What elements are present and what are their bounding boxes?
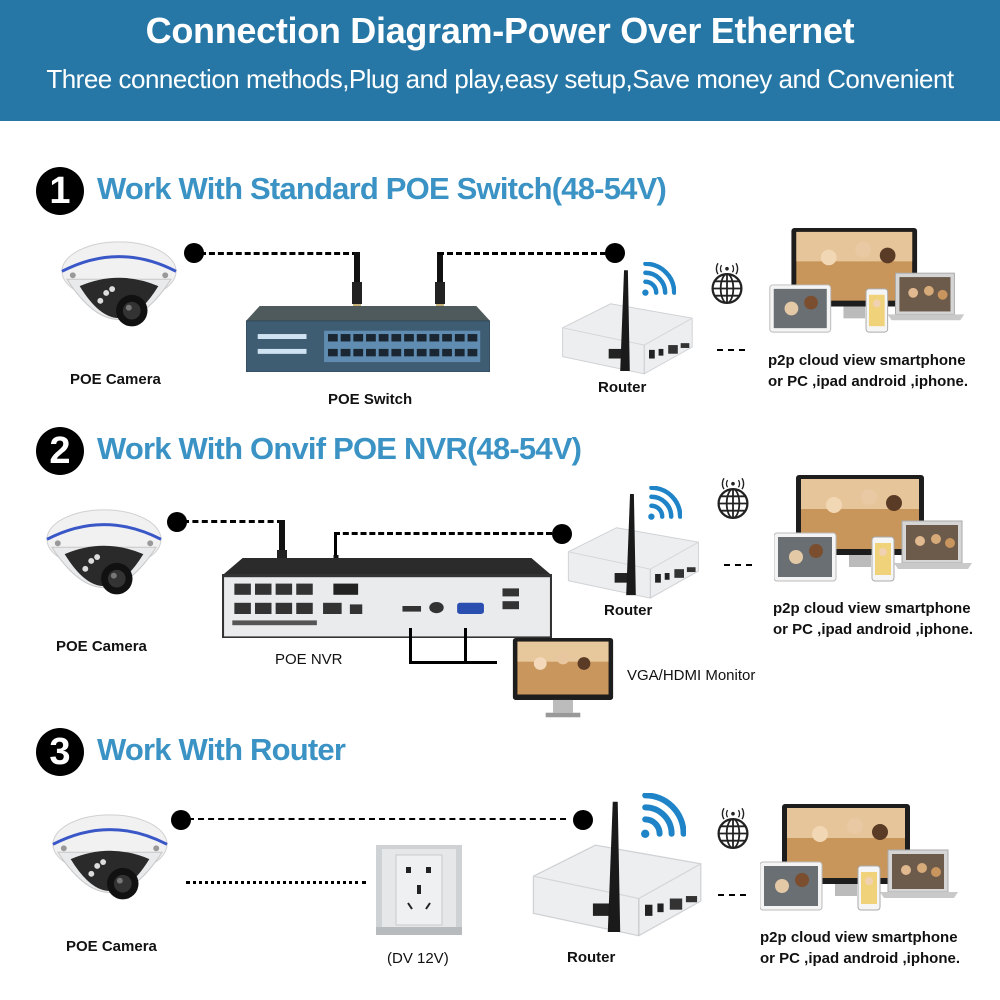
devices-caption-line: or PC ,ipad android ,iphone. (773, 621, 974, 638)
switch-label: POE Switch (328, 391, 413, 408)
monitor-icon (510, 638, 616, 720)
internet-globe-icon (709, 262, 745, 306)
router-icon (558, 494, 704, 600)
cable-line (334, 532, 552, 535)
devices-icon (774, 474, 974, 586)
connection-dot (573, 810, 593, 830)
internet-globe-icon (715, 477, 751, 521)
devices-caption-line: or PC ,ipad android ,iphone. (760, 950, 961, 967)
section-number-badge: 2 (36, 427, 84, 475)
devices-caption-line: or PC ,ipad android ,iphone. (768, 373, 969, 390)
router-label: Router (567, 949, 616, 966)
poe-switch-icon (246, 306, 490, 372)
internet-globe-icon (715, 806, 751, 852)
camera-label: POE Camera (70, 371, 161, 388)
wifi-icon (646, 486, 682, 522)
link-dash (724, 564, 752, 566)
section-title: Work With Router (97, 732, 346, 767)
cable-line (438, 252, 606, 255)
devices-icon (768, 228, 968, 336)
cable-line (200, 252, 358, 255)
monitor-label: VGA/HDMI Monitor (627, 667, 756, 684)
page-title: Connection Diagram-Power Over Ethernet (145, 10, 855, 51)
wifi-icon (640, 262, 676, 298)
connection-dot (167, 512, 187, 532)
router-label: Router (598, 379, 647, 396)
cable-line (334, 532, 337, 562)
connection-dot (605, 243, 625, 263)
nvr-icon (222, 558, 552, 638)
nvr-label: POE NVR (275, 651, 343, 668)
camera-label: POE Camera (66, 938, 157, 955)
monitor-cable-line (409, 661, 497, 664)
section-number-badge: 1 (36, 167, 84, 215)
dome-camera-icon (40, 500, 168, 618)
devices-caption-line: p2p cloud view smartphone (773, 600, 971, 617)
section-number-badge: 3 (36, 728, 84, 776)
connection-dot (552, 524, 572, 544)
dome-camera-icon (46, 805, 174, 923)
devices-caption: p2p cloud view smartphone or PC ,ipad an… (760, 927, 960, 969)
header-banner (0, 0, 1000, 121)
link-dash (717, 349, 745, 351)
devices-caption: p2p cloud view smartphone or PC ,ipad an… (768, 350, 968, 392)
wifi-icon (638, 793, 686, 841)
router-label: Router (604, 602, 653, 619)
devices-caption-line: p2p cloud view smartphone (768, 352, 966, 369)
power-outlet-icon (376, 845, 462, 935)
connection-dot (171, 810, 191, 830)
devices-icon (760, 802, 960, 916)
power-label: (DV 12V) (387, 950, 449, 967)
camera-label: POE Camera (56, 638, 147, 655)
devices-caption-line: p2p cloud view smartphone (760, 929, 958, 946)
section-title: Work With Onvif POE NVR(48-54V) (97, 431, 582, 466)
devices-caption: p2p cloud view smartphone or PC ,ipad an… (773, 598, 973, 640)
cable-line (188, 818, 566, 820)
link-dash (718, 894, 746, 896)
vga-cable-line (464, 628, 467, 662)
ethernet-cable-icon (351, 252, 363, 312)
connection-dot (184, 243, 204, 263)
cable-line (183, 520, 283, 523)
ethernet-cable-icon (434, 252, 446, 312)
page-subtitle: Three connection methods,Plug and play,e… (46, 64, 954, 94)
power-cable-line (186, 881, 366, 884)
section-title: Work With Standard POE Switch(48-54V) (97, 171, 667, 206)
hdmi-cable-line (409, 628, 412, 662)
dome-camera-icon (55, 232, 183, 350)
